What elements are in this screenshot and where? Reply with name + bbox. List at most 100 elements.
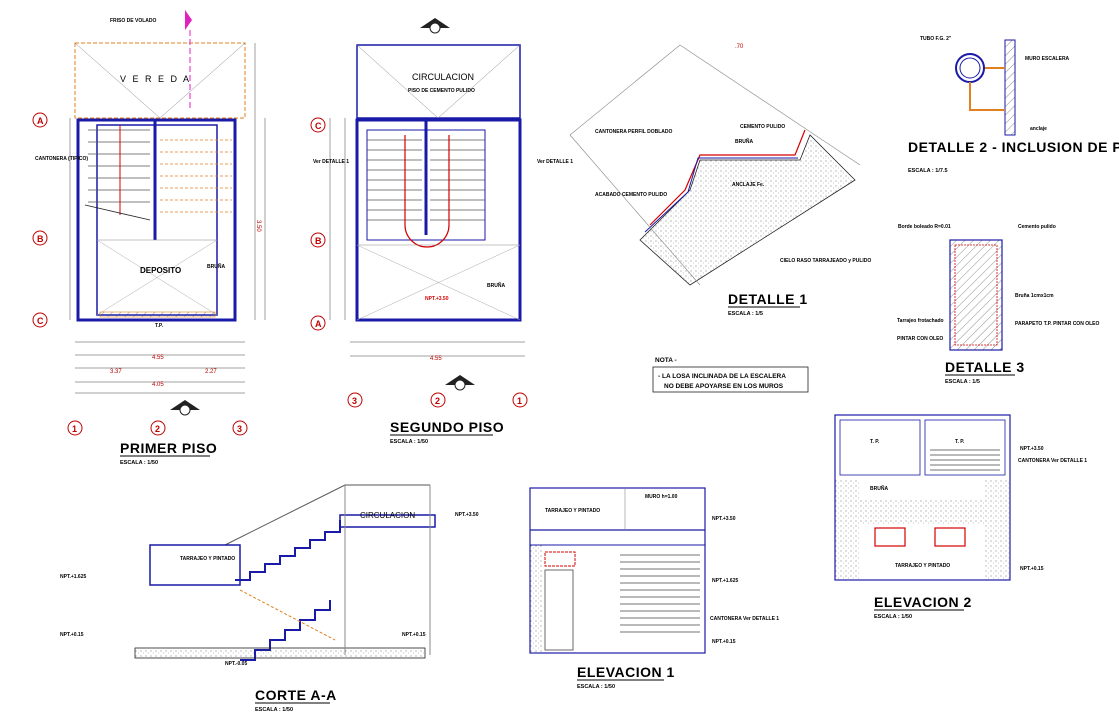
svg-text:A: A: [315, 319, 322, 329]
door: [544, 569, 574, 651]
circulacion-label: CIRCULACION: [412, 72, 474, 82]
npt350-label: NPT.+3.50: [712, 516, 736, 522]
left-wall: [530, 545, 542, 653]
landing-diagonal: [356, 44, 439, 119]
svg-text:B: B: [37, 234, 44, 244]
grid-axis-c: C: [310, 117, 326, 133]
tp2-label: T. P.: [955, 439, 965, 445]
detalle-1-scale: ESCALA : 1/5: [728, 311, 763, 317]
dim-337: 3.37: [110, 369, 122, 375]
stair-flight-upper: [235, 520, 341, 581]
friso-label: FRISO DE VOLADO: [110, 18, 157, 24]
guide-line: [679, 44, 861, 166]
stair-lines: [930, 449, 1000, 471]
parapeto-section: [949, 239, 1003, 351]
dim-455: 4.55: [430, 356, 442, 362]
segundo-piso-scale: ESCALA : 1/50: [390, 439, 428, 445]
corte-scale: ESCALA : 1/50: [255, 707, 293, 713]
floor-diagonal: [356, 244, 521, 321]
cemento-label: CEMENTO PULIDO: [740, 124, 785, 130]
vereda-diagonal: [159, 42, 246, 119]
ground-slab: [134, 647, 426, 659]
grid-axis-a: A: [32, 112, 48, 128]
cantonera-label: CANTONERA Ver DETALLE 1: [1018, 458, 1087, 464]
elevacion-2-scale: ESCALA : 1/50: [874, 614, 912, 620]
finish-line-blue: [644, 157, 798, 233]
svg-text:C: C: [37, 316, 44, 326]
nota-line-2: NO DEBE APOYARSE EN LOS MUROS: [664, 383, 784, 390]
detalle-1: .70 CEMENTO PULIDO BRUÑA CANTONERA PERFI…: [569, 44, 871, 317]
bruna-label: BRUÑA: [735, 138, 753, 145]
tarrajeo-label: TARRAJEO Y PINTADO: [895, 563, 950, 569]
pipe-inner: [959, 57, 981, 79]
landing-slab: [149, 544, 241, 586]
svg-text:C: C: [315, 121, 322, 131]
red-rail: [544, 551, 576, 567]
red-railing: [874, 527, 966, 547]
cantonera-label: CANTONERA (TIPICO): [35, 156, 88, 162]
dimension-lines: [69, 43, 266, 394]
dim-227: 2.27: [205, 369, 217, 375]
upper-panel: [924, 419, 1006, 476]
npt015b-label: NPT.+0.15: [402, 632, 426, 638]
stair-treads-right: [160, 139, 232, 213]
threshold: [99, 311, 216, 318]
npt1625-label: NPT.+1.625: [60, 574, 86, 580]
walk-line-u: [404, 135, 450, 248]
grid-axis-c: C: [32, 312, 48, 328]
cut-line: [84, 204, 151, 221]
orange-stair: [239, 589, 336, 641]
bracket: [969, 67, 1005, 111]
primer-piso-title: PRIMER PISO: [120, 440, 217, 456]
cut-marker-icon: [185, 10, 192, 110]
tarrajeo-label: Tarrajeo frotachado: [897, 318, 944, 324]
bruna-label: BRUÑA: [487, 282, 505, 289]
corte-a-a: CIRCULACION NPT.+3.50 NPT.+1.625 NPT.+0.…: [60, 484, 479, 713]
parapeto-finish: [954, 244, 998, 346]
segundo-piso-title: SEGUNDO PISO: [390, 419, 504, 435]
nota-head: NOTA -: [655, 357, 677, 364]
stair-lines: [620, 554, 700, 633]
svg-text:2: 2: [155, 424, 160, 434]
stair-treads-left: [88, 129, 150, 203]
segundo-piso-plan: CIRCULACION PISO DE CEMENTO PULIDO NPT.+…: [310, 18, 573, 445]
nota-frame: [652, 366, 809, 393]
elevacion-1: TARRAJEO Y PINTADO MURO h=1.00 CANTONERA…: [529, 487, 779, 690]
svg-text:2: 2: [435, 396, 440, 406]
svg-text:3: 3: [352, 396, 357, 406]
anclaje-label: anclaje: [1030, 126, 1047, 132]
elevacion-1-scale: ESCALA : 1/50: [577, 684, 615, 690]
tarrajeo-label: TARRAJEO Y PINTADO: [180, 556, 235, 562]
muro-label: MURO h=1.00: [645, 494, 678, 500]
grid-axis-b: B: [310, 232, 326, 248]
nota-box: NOTA - - LA LOSA INCLINADA DE LA ESCALER…: [652, 357, 809, 393]
dim-455: 4.55: [152, 355, 164, 361]
npt1625-label: NPT.+1.625: [712, 578, 738, 584]
grid-axis-2: 2: [150, 420, 166, 436]
npt015-label: NPT.+0.15: [60, 632, 84, 638]
circulacion-label: CIRCULACION: [360, 511, 415, 520]
detalle-3: Borde boleado R=0.01 Cemento pulido Bruñ…: [897, 224, 1099, 385]
vereda-label: V E R E D A: [120, 74, 191, 84]
ver-detalle-left: Ver DETALLE 1: [313, 159, 349, 165]
deposito-label: DEPOSITO: [140, 266, 181, 275]
deposito-diagonal: [96, 239, 218, 316]
tarrajeo-label: TARRAJEO Y PINTADO: [545, 508, 600, 514]
pintar-label: PINTAR CON OLEO: [897, 336, 943, 342]
landing-diagonal: [437, 44, 521, 119]
parapeto-label: PARAPETO T.P. PINTAR CON OLEO: [1015, 321, 1099, 327]
npt-label: NPT.+3.50: [425, 296, 449, 302]
dim-350: 3.50: [255, 220, 261, 232]
tubo-label: TUBO F.G. 2": [920, 36, 952, 42]
npt015-label: NPT.+0.15: [712, 639, 736, 645]
grid-axis-2: 2: [430, 392, 446, 408]
detalle-2-title: DETALLE 2 - INCLUSION DE PASAMANOS: [908, 139, 1119, 155]
elevation-frame: [834, 414, 1011, 581]
cantonera-label: CANTONERA Ver DETALLE 1: [710, 616, 779, 622]
svg-text:A: A: [37, 116, 44, 126]
concrete-mid: [860, 500, 985, 525]
npt350-label: NPT.+3.50: [1020, 446, 1044, 452]
svg-text:B: B: [315, 236, 322, 246]
vereda-diagonal: [74, 42, 161, 119]
bruna-label: BRUÑA: [207, 263, 225, 270]
